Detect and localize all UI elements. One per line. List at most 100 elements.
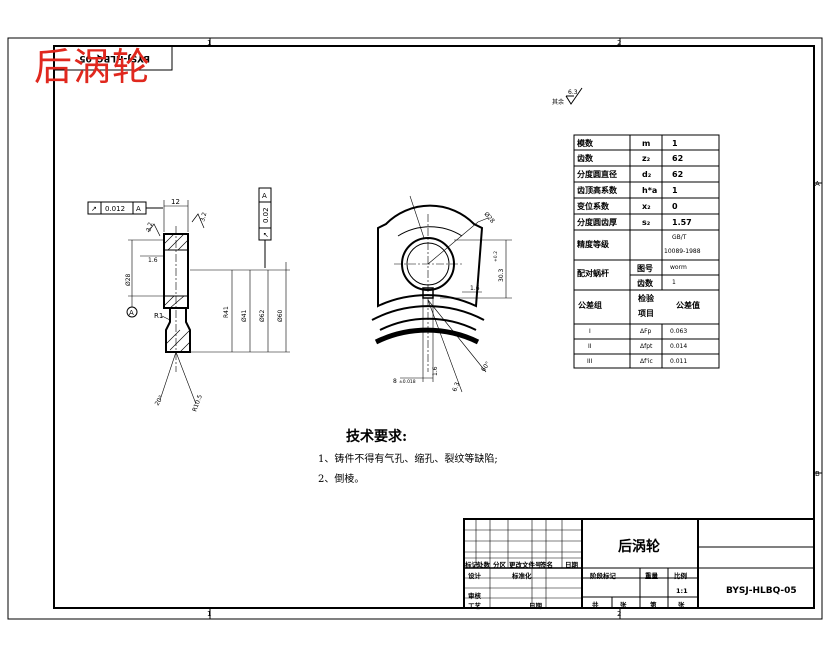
tol-item-0: ΔFp: [640, 328, 652, 335]
notes-line-1: 1、铸件不得有气孔、缩孔、裂纹等缺陷;: [318, 454, 498, 465]
mating-fig-value: worm: [670, 264, 687, 271]
tol-item-label-1: 检验: [638, 294, 654, 303]
rough-arc: 6.3: [451, 381, 461, 393]
dim-bore: Ø28: [125, 273, 132, 286]
inner-frame: [53, 45, 815, 609]
sector-upper: [397, 226, 463, 237]
tol-value-label: 公差值: [676, 301, 700, 310]
tol-group-1: II: [588, 343, 592, 350]
rough-side: 3.2: [145, 221, 154, 232]
gdt2-tol: 0.02: [262, 207, 270, 223]
rough-face: 3.2: [199, 211, 208, 222]
dim-key-width-tol: ±0.018: [399, 379, 416, 385]
front-view: Ø28 30.3 +0.2 1.6 8 ±0.018 1.6 6.3 60°: [371, 195, 512, 393]
param-name-3: 齿顶高系数: [577, 186, 617, 195]
tol-value-2: 0.011: [670, 358, 688, 365]
tol-item-2: Δf'ic: [640, 358, 653, 365]
tb-page-label: 第: [650, 601, 657, 609]
tb-review-label: 审核: [468, 592, 481, 600]
tb-approve-label: 日期: [529, 602, 542, 610]
tb-page-unit: 张: [678, 601, 685, 609]
tooth-band-outer: [371, 305, 485, 321]
tol-value-1: 0.014: [670, 343, 688, 350]
tb-design-label: 设计: [468, 572, 481, 580]
zone-marker-bottom-2: 2: [617, 610, 621, 618]
zone-marker-top-1: 1: [207, 39, 211, 47]
zone-marker-top-2: 2: [617, 39, 621, 47]
rough-key2: 1.6: [432, 366, 439, 376]
param-table: [573, 134, 720, 369]
mating-fig-label: 图号: [637, 264, 653, 273]
gdt1-tol: 0.012: [105, 205, 125, 213]
param-name-1: 齿数: [577, 154, 593, 163]
param-name-2: 分度圆直径: [577, 170, 617, 179]
param-symbol-2: d₂: [642, 170, 652, 179]
tooth-band-base: [374, 327, 480, 345]
tb-std-label: 标准化: [512, 572, 532, 580]
param-symbol-4: x₂: [642, 202, 651, 211]
gdt2-symbol: ↗: [262, 232, 270, 238]
tol-group-2: III: [587, 358, 593, 365]
dim-keyway-depth: 30.3: [498, 268, 505, 282]
param-value-1: 62: [672, 154, 684, 163]
dim-r41: R41: [223, 306, 230, 318]
dim-key-width: 8: [393, 378, 397, 385]
tb-ratio-label: 比例: [674, 572, 687, 580]
mating-label: 配对蜗杆: [577, 269, 609, 278]
accuracy-value-1: GB/T: [672, 234, 687, 241]
param-symbol-1: z₂: [642, 154, 651, 163]
rim-section: [165, 308, 191, 353]
param-value-2: 62: [672, 170, 684, 179]
tol-item-1: Δfpt: [640, 343, 653, 350]
tol-group-0: I: [589, 328, 591, 335]
accuracy-label: 精度等级: [577, 240, 609, 249]
dim-bore-front: Ø28: [482, 211, 495, 225]
drawing-number: BYSJ-HLBQ-05: [726, 586, 797, 596]
mating-teeth-value: 1: [672, 279, 676, 286]
zone-marker-right-b: B: [815, 470, 820, 478]
param-symbol-0: m: [642, 139, 651, 148]
param-value-3: 1: [672, 186, 678, 195]
tb-sheet-unit: 张: [620, 601, 627, 609]
roughness-general: 其余 6.3: [552, 87, 583, 106]
dim-angle: 20°: [154, 394, 165, 407]
param-value-0: 1: [672, 139, 678, 148]
side-section-view: ↗ 0.012 A A 0.02 ↗ 12 3.2: [87, 187, 290, 413]
tb-count-label: 处数: [477, 561, 490, 569]
dim-root: Ø41: [241, 309, 248, 322]
dim-pitch: Ø62: [259, 309, 266, 322]
tb-total-label: 共: [592, 601, 599, 609]
param-value-4: 0: [672, 202, 678, 211]
title-block: [463, 518, 815, 609]
tb-stage-label: 阶段标记: [590, 572, 616, 580]
gdt1-ref: A: [136, 205, 141, 213]
tb-date-label: 日期: [565, 561, 578, 569]
param-name-0: 模数: [577, 139, 593, 148]
roughness-suffix: 其余: [552, 98, 564, 106]
tol-item-label-2: 项目: [638, 309, 654, 318]
tb-mark-label: 标记: [465, 561, 478, 569]
sheet-border: [7, 37, 823, 620]
hatching: [163, 233, 191, 353]
zone-marker-bottom-1: 1: [207, 610, 211, 618]
gdt1-symbol: ↗: [91, 205, 97, 213]
tol-value-0: 0.063: [670, 328, 688, 335]
notes-title: 技术要求:: [346, 429, 408, 445]
zone-marker-right-a: A: [815, 180, 820, 188]
dim-keyway-tol: +0.2: [493, 251, 499, 262]
roughness-value: 6.3: [568, 89, 578, 96]
sector-outline: [377, 204, 484, 308]
param-name-4: 变位系数: [577, 202, 609, 211]
scale-value: 1:1: [676, 587, 688, 595]
tb-doc-label: 更改文件号: [509, 561, 542, 569]
rough-bore: 1.6: [148, 257, 158, 264]
rough-key: 1.6: [470, 285, 480, 292]
param-name-5: 分度圆齿厚: [577, 218, 617, 227]
gdt2-ref: A: [262, 192, 267, 200]
stamp-box: [53, 45, 173, 71]
param-symbol-3: h*a: [642, 186, 658, 195]
mating-teeth-label: 齿数: [637, 279, 653, 288]
tb-process-label: 工艺: [468, 602, 481, 610]
watermark: 后涡轮: [34, 45, 152, 89]
